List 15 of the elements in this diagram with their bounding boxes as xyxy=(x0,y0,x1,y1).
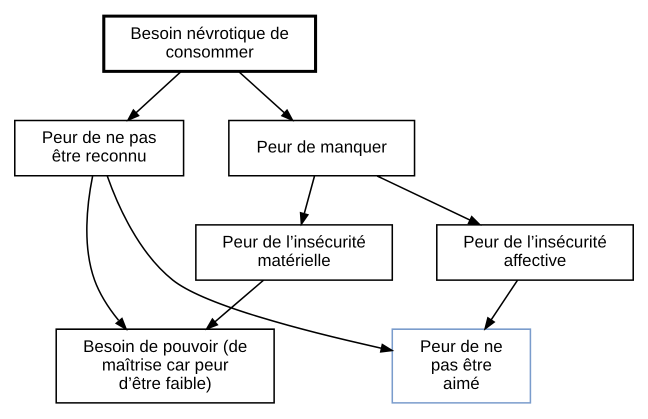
node-box: Peur de l’insécurité matérielle xyxy=(195,224,394,281)
arrow xyxy=(204,280,264,330)
arrow xyxy=(300,176,316,226)
arrow xyxy=(238,71,294,122)
arrow xyxy=(86,176,128,331)
node-box: Besoin de pouvoir (de maîtrise car peur d’être faible) xyxy=(55,328,275,404)
arrow xyxy=(484,280,518,331)
node-box: Peur de ne pas être reconnu xyxy=(14,120,184,176)
node-box: Peur de ne pas être aimé xyxy=(392,328,532,404)
arrow xyxy=(126,71,182,122)
arrow xyxy=(106,176,394,353)
node-box: Peur de l’insécurité affective xyxy=(436,224,634,281)
node-box: Peur de manquer xyxy=(228,120,416,176)
node-box: Besoin névrotique de consommer xyxy=(102,14,318,73)
arrow xyxy=(376,175,482,226)
